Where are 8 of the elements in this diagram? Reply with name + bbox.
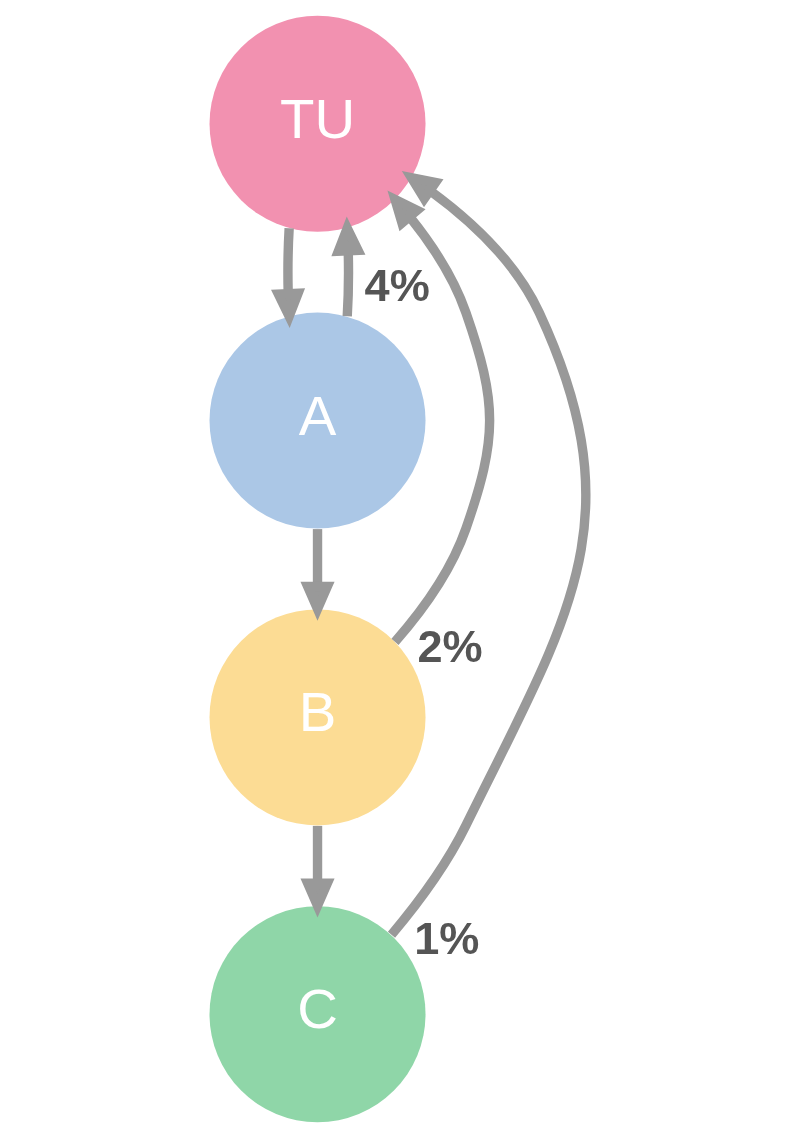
- node-circle: A: [209, 312, 426, 529]
- arrow: [300, 529, 335, 621]
- arrow: [331, 216, 366, 317]
- arrow: [271, 227, 306, 328]
- arrow: [387, 170, 591, 938]
- edge-label: 4%: [364, 259, 430, 311]
- arrow: [387, 190, 495, 645]
- arrow: [300, 825, 335, 918]
